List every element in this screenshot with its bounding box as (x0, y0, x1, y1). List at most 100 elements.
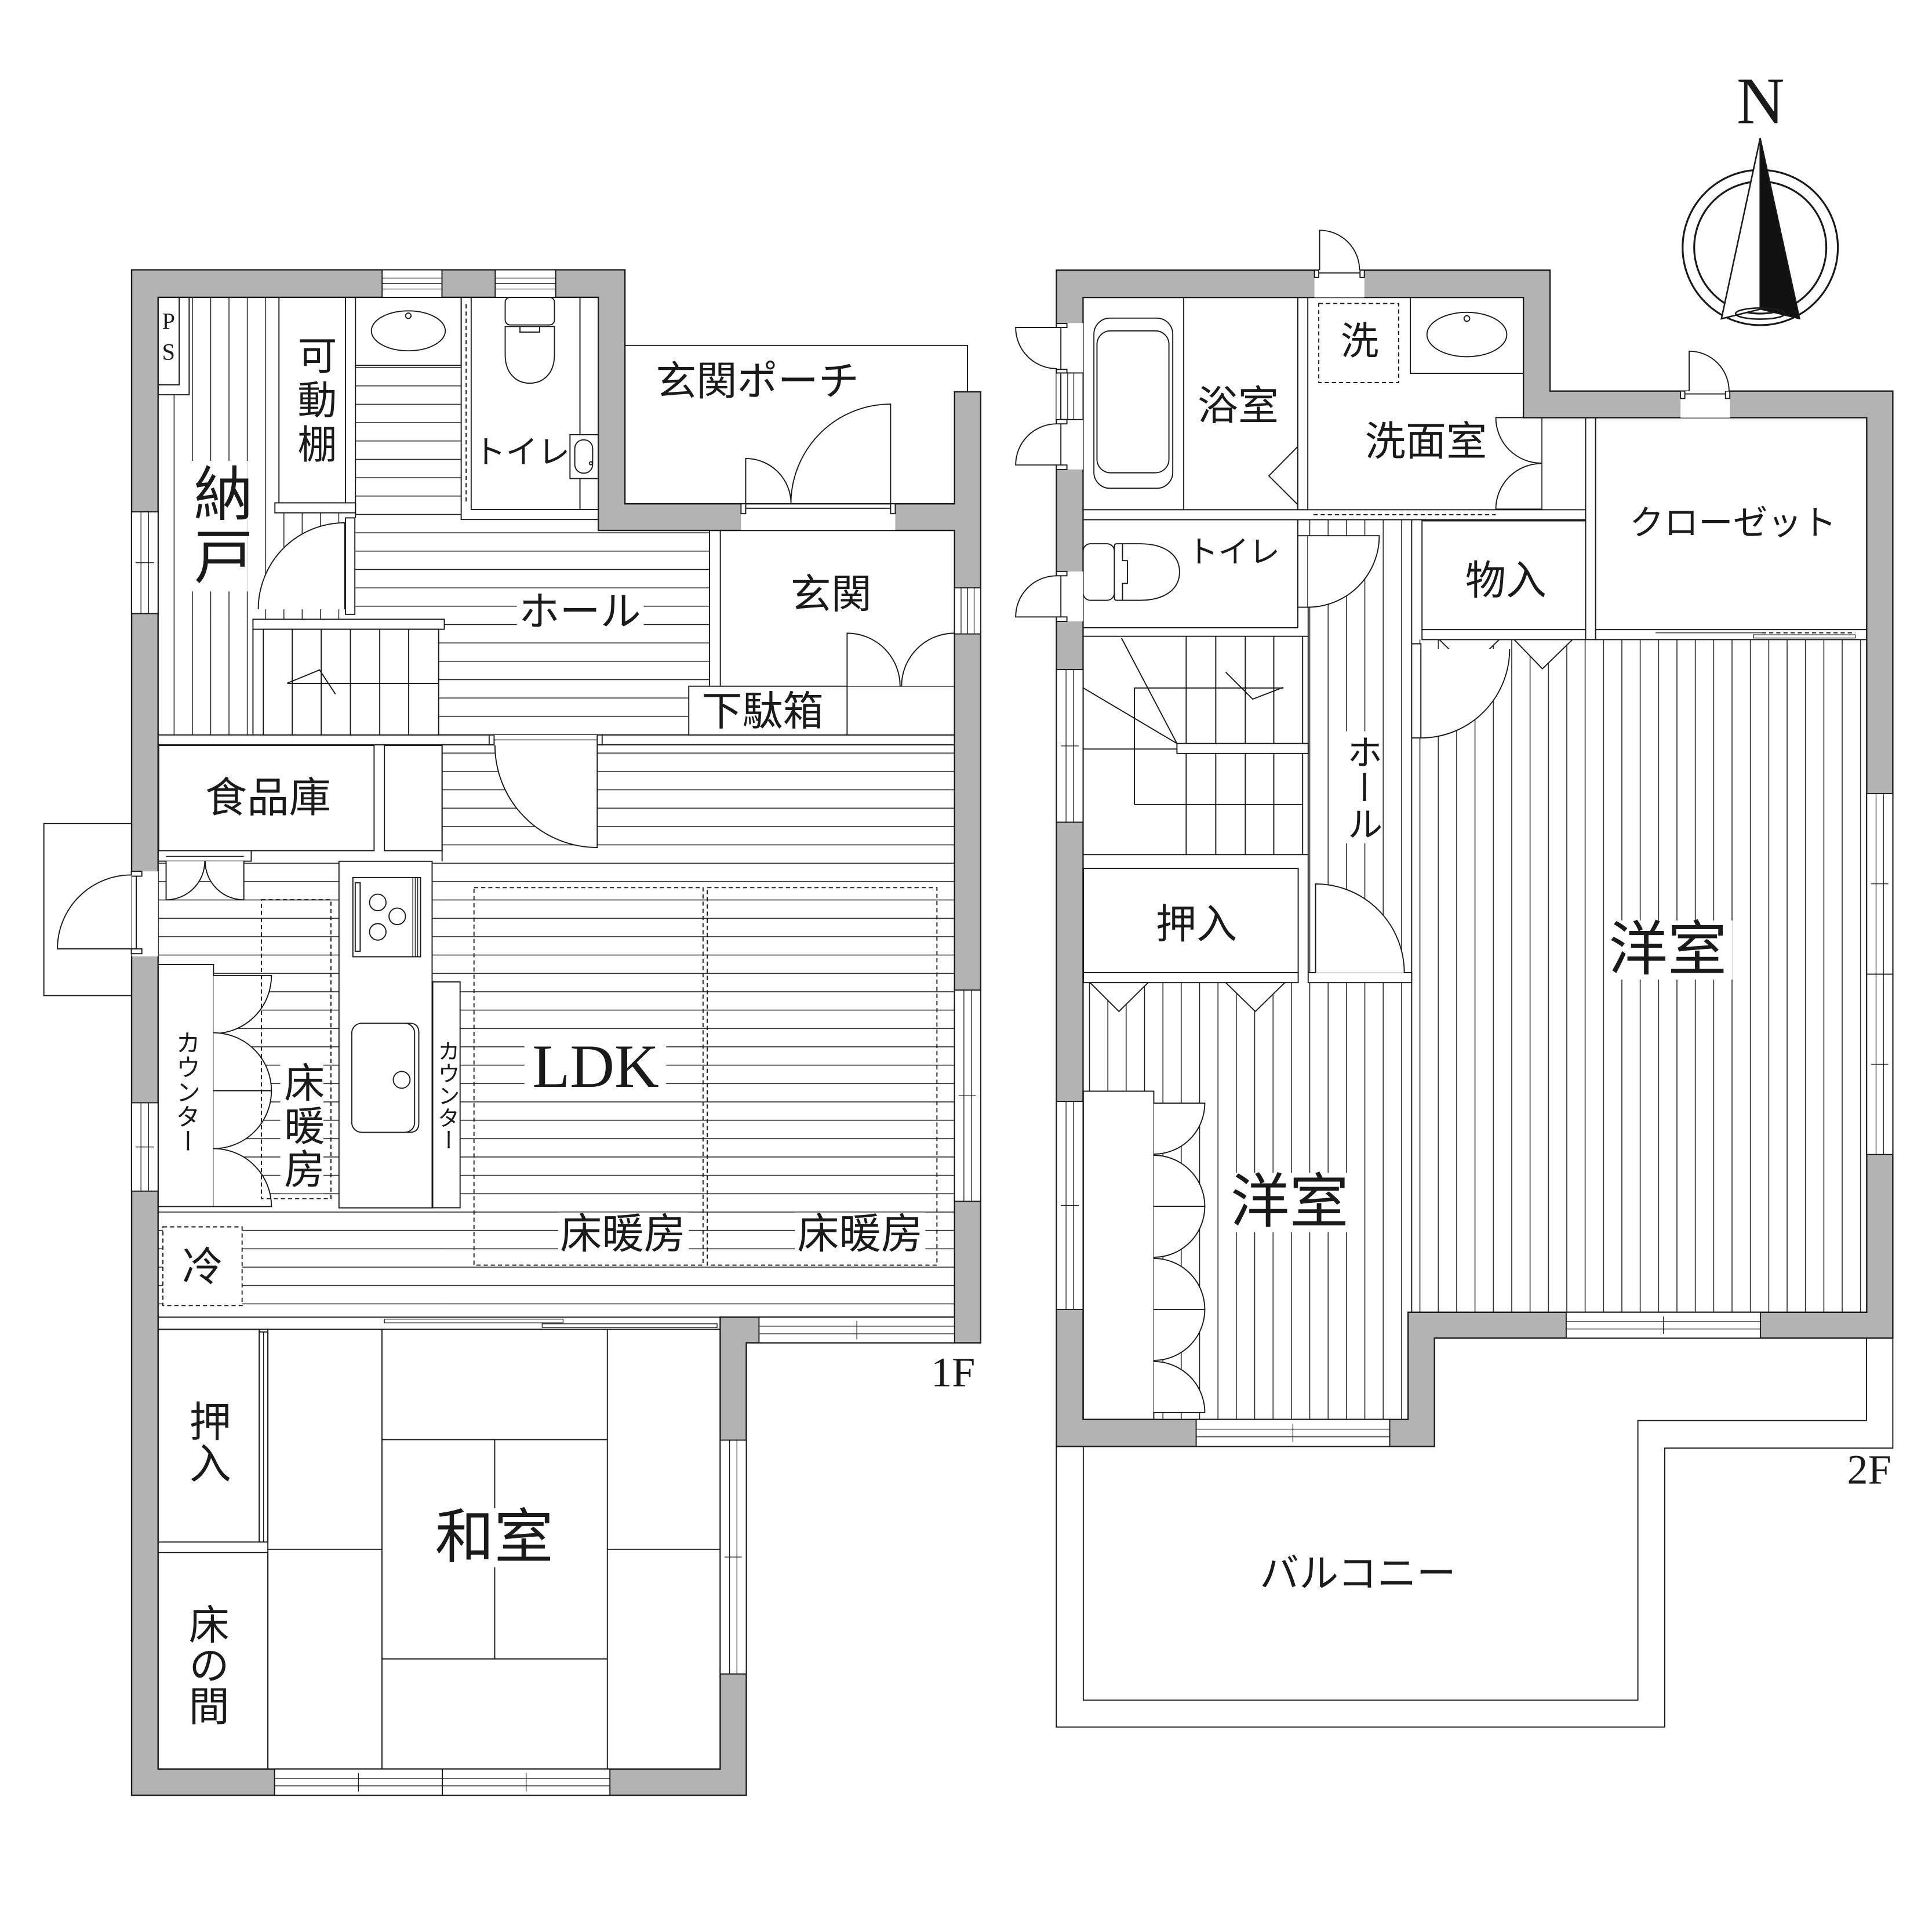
label-counter-right: カウンター (434, 1040, 460, 1151)
tokonoma (157, 1552, 269, 1770)
floor-heating-zone-ldk-left (473, 887, 704, 1266)
exterior-doors-2f (1015, 230, 1731, 618)
label-balcony: バルコニー (1260, 1549, 1456, 1596)
staircase-1f (252, 618, 445, 736)
window (1565, 1311, 1762, 1339)
label-ldk: LDK (525, 1034, 667, 1096)
label-entrance-porch: 玄関ポーチ (656, 356, 859, 405)
label-closet: クローゼット (1629, 503, 1837, 544)
oshiire-1f (157, 1329, 260, 1543)
staircase-2f (1083, 636, 1309, 855)
window (494, 269, 556, 298)
floor-heating-zone-kitchen (261, 899, 332, 1199)
hand-sink-icon (569, 434, 599, 479)
window (954, 989, 981, 1202)
ldk-washitsu-sliding-doors (157, 1316, 721, 1330)
casement-window-leaf (1015, 423, 1057, 466)
label-floor-heating-kitchen: 床暖房 (277, 1058, 325, 1193)
stair-arrow-icon (1225, 671, 1284, 700)
floor-heating-zone-ldk-right (707, 887, 938, 1266)
label-ps: PS (155, 309, 182, 371)
toilet-door (1308, 535, 1380, 608)
casement-window-leaf (1015, 327, 1057, 369)
stove-icon (352, 876, 421, 958)
label-toilet-1f: トイレ (474, 434, 570, 472)
oshiire-2f (1083, 854, 1308, 1013)
cabinet-doors (213, 975, 272, 1207)
western-room-door (1420, 649, 1511, 739)
floor-label-2f: 2F (1847, 1447, 1891, 1494)
service-door (1319, 230, 1360, 271)
label-western-room-small: 洋室 (1225, 1173, 1354, 1233)
counter-left (157, 963, 214, 1207)
toilet-window (1056, 570, 1083, 622)
storage-door (257, 517, 356, 615)
windows-1f (131, 269, 981, 1796)
pantry (158, 745, 375, 852)
window (954, 587, 981, 635)
shoe-cabinet (688, 685, 955, 736)
front-door-opening (740, 503, 896, 532)
label-washroom: 洗面室 (1365, 417, 1487, 466)
label-tokonoma: 床の間 (181, 1603, 230, 1725)
walk-in-closet (1595, 417, 1868, 641)
washbasin-icon (355, 296, 462, 366)
washitsu (157, 1329, 721, 1770)
label-washitsu: 和室 (430, 1508, 559, 1567)
ldk-door (494, 745, 598, 848)
compass-north-label: N (1736, 63, 1785, 138)
counter-right (432, 981, 461, 1209)
label-bathroom: 浴室 (1197, 381, 1279, 430)
fridge-space (162, 1226, 243, 1307)
tatami-mats (267, 1329, 721, 1769)
toilet-room-2f (1082, 519, 1380, 637)
label-oshiire-1f: 押入 (181, 1399, 231, 1483)
window (1056, 669, 1084, 823)
balcony-outline (1056, 1338, 1894, 1728)
window (131, 1102, 159, 1192)
label-washer: 洗 (1340, 320, 1379, 365)
kitchen-island (338, 860, 433, 1209)
label-floor-heating-ldk-left: 床暖房 (557, 1212, 689, 1257)
kitchen-exterior-door (57, 871, 158, 956)
floor-2f-interior (1082, 297, 1868, 1420)
label-shoe-cabinet: 下駄箱 (701, 687, 824, 735)
floor-label-1f: 1F (931, 1350, 976, 1396)
windows-2f (1056, 323, 1894, 1447)
bathroom-window (1056, 323, 1084, 470)
toilet-icon (1082, 543, 1180, 601)
label-hall-2f: ホール (1341, 730, 1383, 843)
label-toilet-2f: トイレ (1187, 533, 1280, 570)
western-room-closet (1082, 1090, 1206, 1420)
sink-icon (351, 1023, 420, 1133)
cabinet-door (901, 632, 955, 686)
label-nando: 納戸 (183, 460, 252, 592)
cabinet-door (846, 632, 901, 686)
window (1866, 792, 1894, 1155)
stair-arrow-icon (287, 669, 336, 695)
entrance-porch (625, 344, 969, 504)
bathtub-icon (1093, 317, 1174, 489)
label-pantry: 食品庫 (205, 773, 331, 823)
western-room-door (1315, 883, 1405, 973)
label-western-room-large: 洋室 (1603, 920, 1732, 980)
bathroom-2f (1082, 297, 1298, 511)
kitchen-back-door (157, 850, 252, 901)
window (274, 1768, 443, 1796)
washer-space (1318, 303, 1399, 383)
bathroom-folding-door (1268, 446, 1298, 505)
ldk-partition (158, 734, 955, 848)
window (131, 511, 159, 614)
window (1056, 1101, 1084, 1310)
storage-niche (384, 745, 443, 852)
label-floor-heating-ldk-right: 床暖房 (795, 1212, 926, 1257)
label-counter-left: カウンター (172, 1029, 202, 1153)
floor-1f-interior (157, 296, 969, 1770)
label-entrance: 玄関 (790, 570, 872, 618)
cabinet-door (1495, 463, 1542, 510)
service-door (1689, 350, 1730, 391)
label-oshiire-2f: 押入 (1155, 900, 1238, 948)
window (1195, 1418, 1391, 1447)
